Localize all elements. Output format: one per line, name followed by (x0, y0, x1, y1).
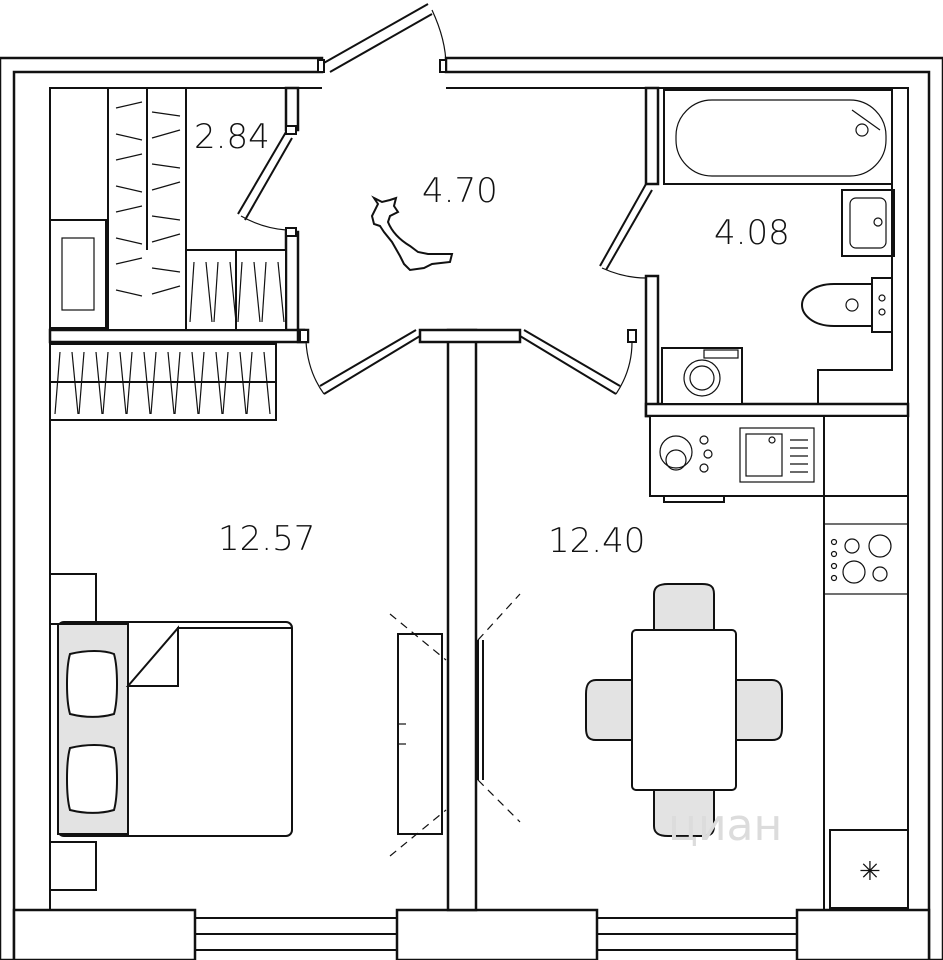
watermark-logo: циан (668, 800, 782, 851)
room-area-kitchen: 12.40 (548, 521, 645, 561)
washing-machine-icon (661, 347, 743, 405)
window-bedroom (195, 917, 397, 951)
room-area-storage: 2.84 (194, 117, 270, 157)
bedroom-closet (389, 613, 447, 857)
fridge-symbol: ✳ (859, 857, 881, 887)
dining-table-icon (585, 583, 783, 837)
bedroom-wardrobe (49, 343, 277, 421)
bathroom-door (599, 183, 653, 279)
kitchen-sink-icon (739, 427, 815, 483)
room-area-bedroom: 12.57 (218, 519, 315, 559)
left-cabinet (49, 219, 107, 329)
storage-door (237, 125, 297, 237)
bedroom-door (305, 329, 421, 395)
stove-icon (823, 523, 909, 595)
sink-icon (841, 189, 895, 257)
room-area-hallway: 4.70 (422, 171, 498, 211)
dishwasher-icon (659, 435, 713, 473)
bathtub-icon (663, 89, 893, 185)
window-kitchen (597, 917, 797, 951)
bed-icon (49, 573, 293, 891)
kitchen-counter: ✳ (649, 415, 909, 910)
fridge-icon: ✳ (829, 829, 909, 909)
storage-shelving (107, 87, 287, 331)
entrance-door (317, 3, 447, 73)
room-area-bathroom: 4.08 (714, 213, 790, 253)
toilet-icon (800, 277, 893, 333)
dog-icon (370, 195, 454, 272)
kitchen-wall-niche (477, 593, 521, 823)
kitchen-door (519, 329, 633, 395)
